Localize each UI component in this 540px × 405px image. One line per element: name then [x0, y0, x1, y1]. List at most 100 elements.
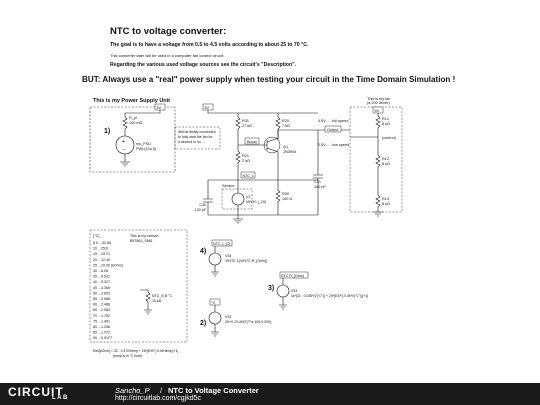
r-pi-resistor	[122, 113, 128, 135]
v33-value: 1k*[32 - 0.035*(V("C")) + 26*[EXP(-0.06*…	[291, 294, 368, 298]
finally-note-line-2: to fully start the fan for	[178, 135, 213, 139]
table-row: 45 ...4.369	[93, 286, 110, 290]
v32-value: 25+0.2*LIMIT(T*s,100,0,200)	[225, 320, 271, 324]
circuitlab-logo[interactable]: CIRCUIT LAB	[8, 385, 94, 403]
v-psu-value: PWL(10u,5)	[136, 147, 157, 151]
v34-node-label: NTC_L_[0]	[213, 242, 230, 246]
r20-value: 7 kΩ	[282, 124, 290, 128]
rl2-name: RL2	[382, 157, 389, 161]
finally-note-box	[174, 126, 221, 150]
v1-source	[231, 192, 245, 206]
psu-ground-icon	[120, 161, 130, 167]
r21-resistor	[235, 145, 241, 170]
sensor-box	[221, 188, 253, 210]
finally-note-line-3: a second or so ...	[178, 140, 205, 144]
node-5v-label: 5V	[157, 106, 162, 110]
v1-value: VINTC (_20)	[246, 200, 266, 204]
v34-source	[208, 252, 222, 266]
sensor-label: Sensor	[222, 184, 235, 188]
boost-flag	[244, 137, 260, 145]
supply-rail	[207, 110, 318, 114]
ntc-b-value: 10 kΩ	[152, 299, 162, 303]
r21-value: 2 kΩ	[242, 159, 250, 163]
full-speed-label: 4.5V .... full speed	[318, 119, 348, 123]
table-row: 25 ...10.00 [kOhm]	[93, 263, 123, 267]
r30-resistor	[275, 160, 281, 215]
v34-node-flag	[211, 239, 233, 247]
v32-source	[208, 311, 222, 325]
fan-driver-label-1: This is my fan	[367, 97, 390, 101]
rl2-value: 8 kΩ	[382, 162, 390, 166]
ntc-b-name: NTC_B B °C	[152, 294, 173, 298]
table-row: 60 ...2.488	[93, 303, 110, 307]
warning-text: BUT: Always use a "real" power supply wh…	[82, 75, 456, 84]
c31-value: 100 nF	[314, 185, 327, 189]
table-row: 90 ...0.9177	[93, 336, 112, 340]
ntc-table-box	[89, 229, 188, 343]
table-row: 15 ...19.71	[93, 252, 110, 256]
c31-name: C31	[314, 180, 321, 184]
footer-bar: CIRCUIT LAB Sancho_P / NTC to Voltage Co…	[0, 383, 540, 405]
boost-label: Boost	[247, 140, 258, 144]
page-title: NTC to voltage converter:	[110, 26, 227, 37]
fan-resistor-chain	[375, 113, 381, 212]
table-row: 30 ...8.06	[93, 269, 108, 273]
table-formula: Res[kOhm] = 32 - 0.370*temp + 26*[EXP(-0…	[93, 349, 178, 353]
table-sensor-title-2: B57861_S861	[130, 239, 153, 243]
c30-name: C30	[199, 203, 206, 207]
v-psu-plus: +	[122, 139, 125, 145]
v34-wires	[211, 246, 219, 277]
v33-node-label: NTC R_[Ohm]	[281, 274, 304, 278]
power-supply-box	[89, 106, 176, 173]
v1-name: V1	[246, 195, 250, 199]
ntc-node-label: NTC_1	[243, 174, 254, 178]
table-row: 75 ...1.481	[93, 319, 110, 323]
table-row: 70 ...1.752	[93, 314, 110, 318]
v32-node-label: °C	[212, 301, 216, 305]
r31-name: R31	[242, 119, 249, 123]
table-header: [°C]	[93, 234, 99, 238]
logo-lab-text: LAB	[52, 395, 69, 401]
callout-1: 1)	[104, 128, 110, 135]
c31-capacitor	[313, 130, 323, 215]
table-row: 55 ...2.986	[93, 297, 110, 301]
table-row: 80 ...1.258	[93, 325, 110, 329]
v-psu-minus: −	[123, 147, 126, 153]
v33-wires	[279, 278, 287, 310]
fan-driver-box	[349, 106, 403, 213]
logo-circuit-text: CIRCUIT	[8, 385, 64, 399]
rl1-name: RL1	[382, 117, 389, 121]
fan-ground-icon	[373, 211, 383, 217]
table-row: 85 ...1.072	[93, 331, 110, 335]
control-label: (control)	[382, 136, 397, 140]
fan-driver-label-2: (a 200 driver)	[367, 101, 390, 105]
v32-wires	[211, 305, 219, 337]
v33-source	[276, 284, 290, 298]
table-row: 40 ...5.327	[93, 280, 110, 284]
v34-value: VINTC 1(VINTC R_[Ohm])	[225, 259, 267, 263]
callout-4: 4)	[200, 248, 206, 255]
table-row: 10 ...25.6	[93, 247, 108, 251]
table-row: 50 ...3.603	[93, 291, 110, 295]
r30-name: R30	[282, 192, 289, 196]
r20-resistor	[275, 113, 281, 140]
r20-name: R20	[282, 119, 289, 123]
table-sensor-title-1: This is my sensor:	[130, 234, 159, 238]
low-speed-label: 0.5V .... low speed	[318, 143, 349, 147]
r31-resistor	[235, 113, 241, 145]
goal-text: The goal is to have a voltage from 0.5 t…	[110, 42, 309, 48]
psu-top-wire	[125, 110, 161, 114]
circuit-name[interactable]: NTC to Voltage Converter	[168, 386, 259, 395]
callout-2: 2)	[200, 320, 206, 327]
table-formula-2: (temp is in °C here)	[113, 354, 142, 358]
power-supply-label: This is my Power Supply Unit	[93, 98, 170, 104]
finally-note-line-1: Will be finally connected	[178, 130, 216, 134]
table-row: 20 ...12.49	[93, 258, 110, 262]
fan-5v-label: 5V	[375, 109, 380, 113]
ntc-b-resistor	[140, 289, 152, 315]
v33-name: V33	[291, 289, 297, 293]
c30-value: 100 pF	[195, 208, 207, 212]
circuit-url-link[interactable]: http://circuitlab.com/cgjkd5c	[115, 395, 201, 402]
author-link[interactable]: Sancho_P	[115, 386, 150, 395]
ntc-node-flag	[240, 171, 256, 179]
